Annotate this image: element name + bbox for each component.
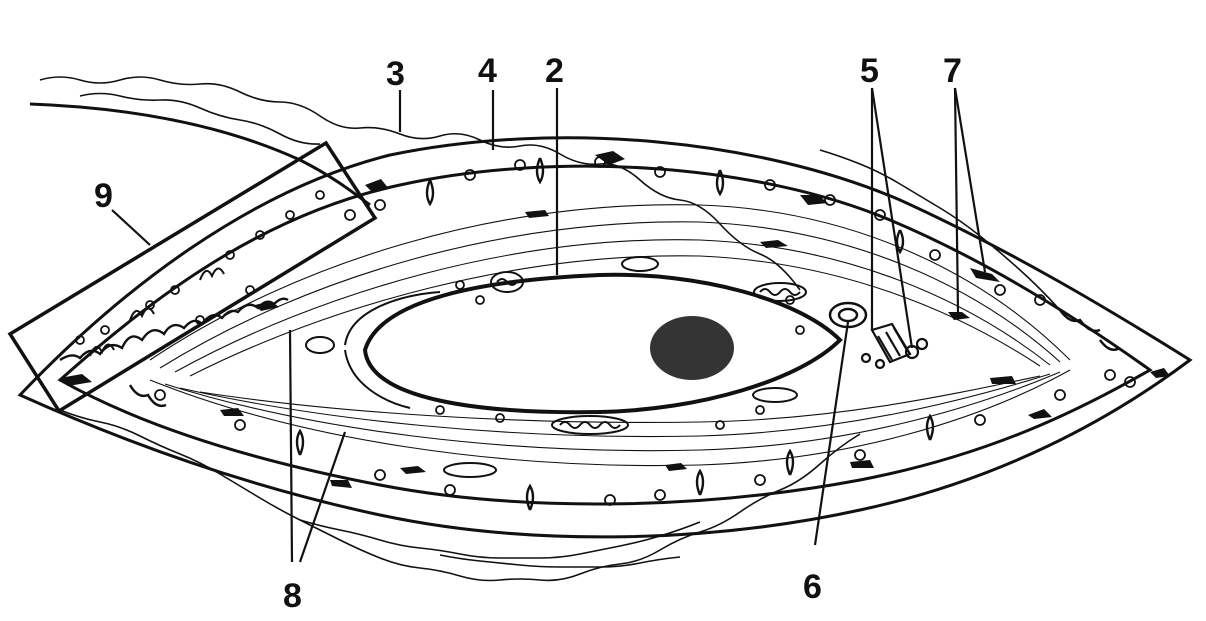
label-3: 3 [386,55,405,93]
outer-connective-tissue [39,76,1061,582]
outer-envelope [17,136,1193,539]
nerve-fiber-curve [29,102,371,207]
membrane-invaginations [128,157,1121,511]
leader-9 [111,209,151,246]
leader-lines [111,87,987,563]
myofilaments [149,204,1071,467]
nucleus [344,272,843,415]
leader-8b [298,431,347,563]
label-7: 7 [943,52,962,90]
golgi-structure [860,322,929,370]
leader-5b [870,87,914,349]
label-5: 5 [860,52,879,90]
dense-bodies [60,151,1170,488]
leader-8a [288,329,294,563]
nuclear-envelope [362,272,843,415]
label-4: 4 [478,52,497,90]
basal-lamina [57,164,1153,506]
label-9: 9 [94,177,113,215]
inset-box [7,140,378,414]
nucleolus [650,316,734,380]
leader-6 [813,321,850,546]
label-6: 6 [803,568,822,606]
mitochondria [305,256,807,478]
leader-7a [953,87,960,313]
leader-7b [953,87,987,273]
label-2: 2 [545,52,564,90]
label-8: 8 [283,577,302,615]
